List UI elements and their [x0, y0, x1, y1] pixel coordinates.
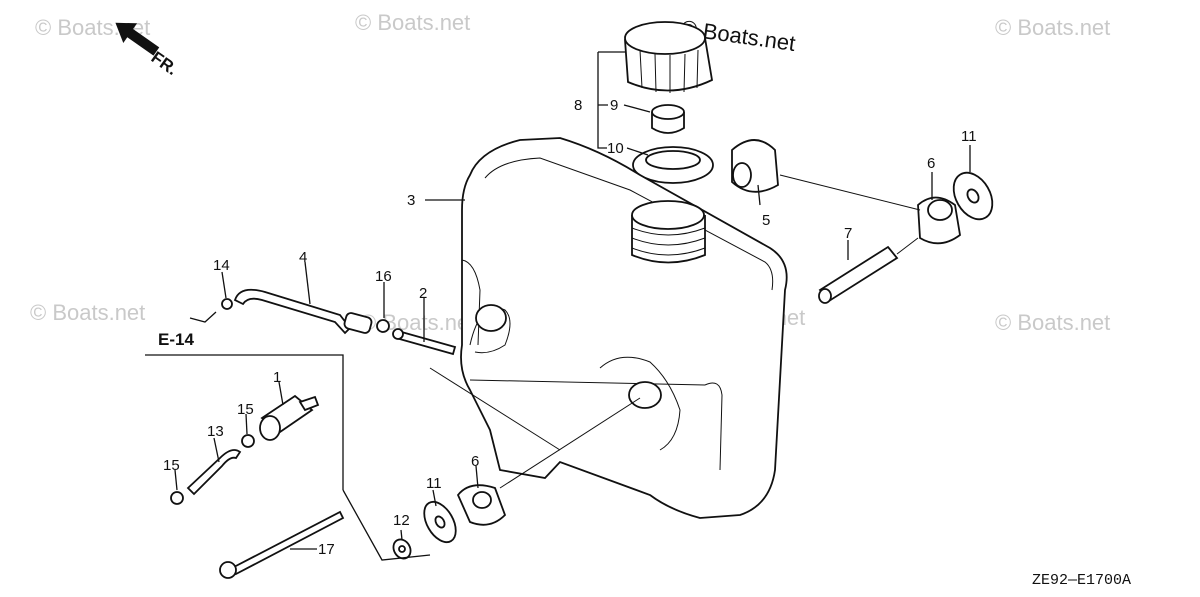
- front-direction-arrow-icon: [115, 22, 160, 56]
- hose-clip-part-16: [376, 319, 390, 333]
- cap-seal-part: [651, 104, 685, 134]
- mounting-bolt-part-17: [219, 510, 345, 579]
- callout-5: 5: [762, 212, 770, 229]
- washer-part-11-lower: [423, 500, 457, 544]
- washer-part-11-upper: [952, 171, 994, 221]
- hose-clip-part-15-upper: [241, 434, 255, 448]
- watermark-top-mid: © Boats.net: [355, 10, 470, 35]
- callout-17: 17: [318, 541, 335, 558]
- watermark-mid-left: © Boats.net: [30, 300, 145, 325]
- watermark-mid-right: © Boats.net: [995, 310, 1110, 335]
- hose-clip-part-14: [221, 298, 233, 310]
- mount-rubber-part-5: [731, 139, 779, 193]
- callout-4: 4: [299, 249, 307, 266]
- fuel-filter-part-1: [259, 394, 320, 441]
- watermark-top-right: © Boats.net: [995, 15, 1110, 40]
- callout-15-upper: 15: [237, 401, 254, 418]
- fuel-hose-part-13: [186, 449, 242, 496]
- diagram-code: ZE92—E1700A: [1032, 572, 1131, 589]
- callout-3: 3: [407, 192, 415, 209]
- hose-clip-part-15-lower: [170, 491, 184, 505]
- callout-16: 16: [375, 268, 392, 285]
- callout-6-lower: 6: [471, 453, 479, 470]
- callout-1: 1: [273, 369, 281, 386]
- leader-lines: [145, 51, 971, 561]
- callout-10: 10: [607, 140, 624, 157]
- washer-part-12: [392, 538, 412, 560]
- callout-9: 9: [610, 97, 618, 114]
- callout-11-upper: 11: [961, 128, 977, 145]
- fuel-cap-part: [624, 21, 713, 93]
- mount-rubber-part-6-upper: [917, 196, 961, 245]
- joint-bolt-part-2: [392, 328, 457, 356]
- fuel-tank-part: [460, 137, 788, 519]
- callout-13: 13: [207, 423, 224, 440]
- reference-e14: E-14: [158, 330, 194, 349]
- strainer-ring-part: [632, 146, 714, 184]
- fuel-hose-part-4: [233, 288, 373, 335]
- collar-rod-part: [818, 245, 899, 304]
- callout-7: 7: [844, 225, 852, 242]
- callout-14: 14: [213, 257, 230, 274]
- callout-8: 8: [574, 97, 582, 114]
- callout-6-upper: 6: [927, 155, 935, 172]
- callout-2: 2: [419, 285, 427, 302]
- callout-11-lower: 11: [426, 475, 442, 492]
- mount-rubber-part-6-lower: [456, 484, 507, 526]
- callout-15-lower: 15: [163, 457, 180, 474]
- callout-12: 12: [393, 512, 410, 529]
